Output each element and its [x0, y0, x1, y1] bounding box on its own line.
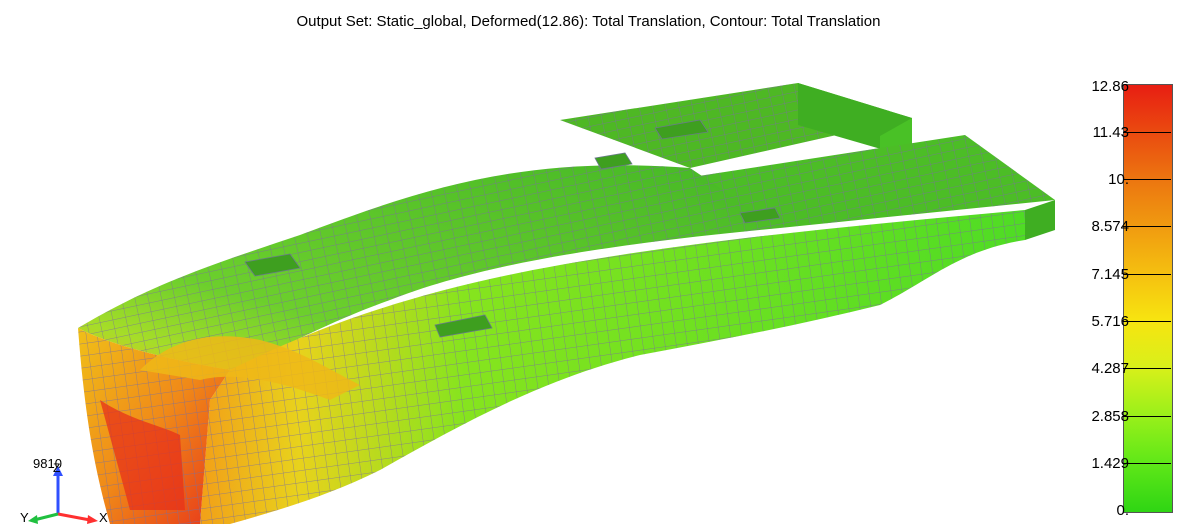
legend-label: 11.43: [1092, 124, 1129, 141]
triad-node-label: 9810: [33, 456, 62, 471]
legend-label-max: 12.86: [1091, 78, 1129, 95]
y-axis-line: [33, 512, 59, 522]
legend-tick: [1123, 321, 1171, 322]
legend-tick: [1123, 463, 1171, 464]
y-axis-arrow: [28, 515, 38, 524]
legend-tick: [1123, 274, 1171, 275]
legend-tick: [1123, 368, 1171, 369]
lower-arm-end: [1025, 200, 1055, 240]
legend-tick: [1123, 226, 1171, 227]
front-end-face: [78, 328, 360, 524]
legend-tick: [1123, 179, 1171, 180]
legend-label: 2.858: [1091, 408, 1129, 425]
main-side-wall: [200, 210, 1025, 524]
x-axis-arrow: [87, 515, 98, 524]
x-axis-label: X: [99, 510, 108, 524]
legend-color-bar: [1123, 84, 1173, 513]
legend-tick: [1123, 132, 1171, 133]
contour-legend: 12.86 11.43 10. 8.574 7.145 5.716 4.287 …: [1064, 76, 1177, 519]
coordinate-triad: Z Y X: [20, 461, 108, 524]
legend-label: 10.: [1108, 171, 1129, 188]
legend-label: 4.287: [1091, 360, 1129, 377]
x-axis-line: [57, 512, 91, 522]
legend-label: 7.145: [1091, 266, 1129, 283]
z-axis-arrow: [53, 466, 63, 476]
deck-pockets: [244, 119, 781, 338]
legend-label: 5.716: [1091, 313, 1129, 330]
plot-title: Output Set: Static_global, Deformed(12.8…: [296, 13, 881, 30]
legend-tick: [1123, 416, 1171, 417]
legend-label: 8.574: [1091, 218, 1129, 235]
y-axis-label: Y: [20, 510, 29, 524]
legend-label-min: 0.: [1116, 502, 1129, 519]
main-deck-top: [78, 165, 780, 370]
z-axis-label: Z: [53, 461, 60, 475]
model-viewport[interactable]: [0, 40, 1060, 524]
legend-label: 1.429: [1091, 455, 1129, 472]
